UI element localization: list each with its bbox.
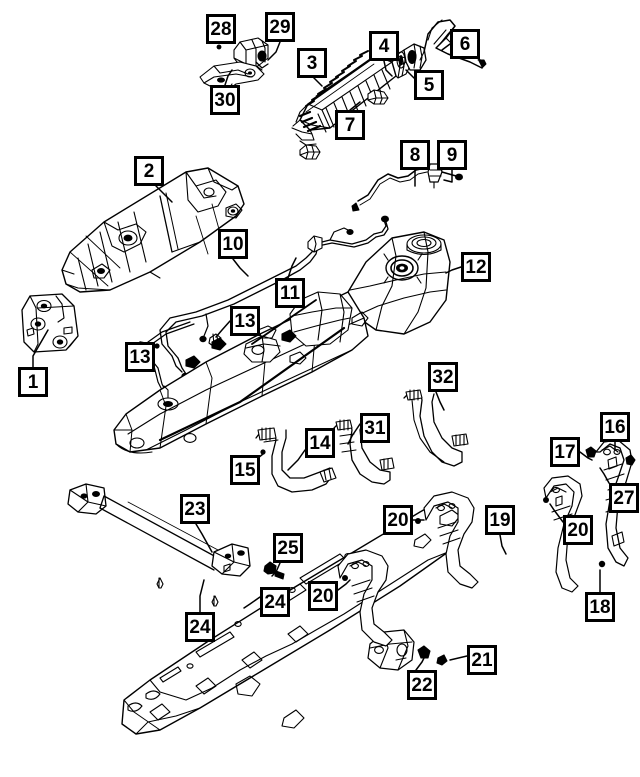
fasteners-right [585,446,636,568]
callout-14[interactable]: 14 [305,428,335,458]
callout-31[interactable]: 31 [360,413,390,443]
callout-15[interactable]: 15 [230,455,260,485]
part-4-purge-valve [397,43,427,71]
callout-12[interactable]: 12 [461,252,491,282]
part-3-evap-canister [291,50,411,146]
callout-32[interactable]: 32 [428,362,458,392]
callout-1[interactable]: 1 [18,367,48,397]
callout-13b[interactable]: 13 [125,342,155,372]
part-1-bracket-plate [21,293,79,353]
callout-17[interactable]: 17 [550,437,580,467]
callout-21[interactable]: 21 [467,645,497,675]
part-28-shield-bolt [216,44,222,50]
callout-23[interactable]: 23 [180,494,210,524]
callout-18[interactable]: 18 [585,592,615,622]
part-29-detection-pump [216,37,269,69]
callout-2[interactable]: 2 [134,156,164,186]
callout-19[interactable]: 19 [485,505,515,535]
callout-6[interactable]: 6 [450,29,480,59]
callout-8[interactable]: 8 [400,140,430,170]
callout-20[interactable]: 20 [383,505,413,535]
callout-16[interactable]: 16 [600,412,630,442]
callout-7[interactable]: 7 [335,110,365,140]
callout-28[interactable]: 28 [206,14,236,44]
callout-5[interactable]: 5 [414,70,444,100]
part-14-strap-front [255,427,337,493]
callout-9[interactable]: 9 [437,140,467,170]
part-30-support-bracket [199,61,265,91]
callout-13[interactable]: 13 [230,306,260,336]
callout-27[interactable]: 27 [609,483,639,513]
part-2-heat-shield [61,167,245,293]
callout-30[interactable]: 30 [210,85,240,115]
part-23-crossmember [67,483,251,577]
part-24-pins [156,577,219,607]
part-7-canister-clips [299,89,389,160]
callout-20c[interactable]: 20 [308,581,338,611]
part-31-strap-rear [333,419,395,485]
part-15-strap-bolt [260,449,266,455]
callout-24b[interactable]: 24 [260,587,290,617]
callout-11[interactable]: 11 [275,278,305,308]
callout-10[interactable]: 10 [218,229,248,259]
callout-24[interactable]: 24 [185,612,215,642]
callout-4[interactable]: 4 [369,31,399,61]
part-32-strap-center [403,389,469,467]
part-12-fuel-tank [113,231,451,454]
callout-22[interactable]: 22 [407,670,437,700]
callout-25[interactable]: 25 [273,533,303,563]
callout-20b[interactable]: 20 [563,515,593,545]
callout-3[interactable]: 3 [297,48,327,78]
fasteners-21-22 [417,645,448,666]
callout-29[interactable]: 29 [265,12,295,42]
